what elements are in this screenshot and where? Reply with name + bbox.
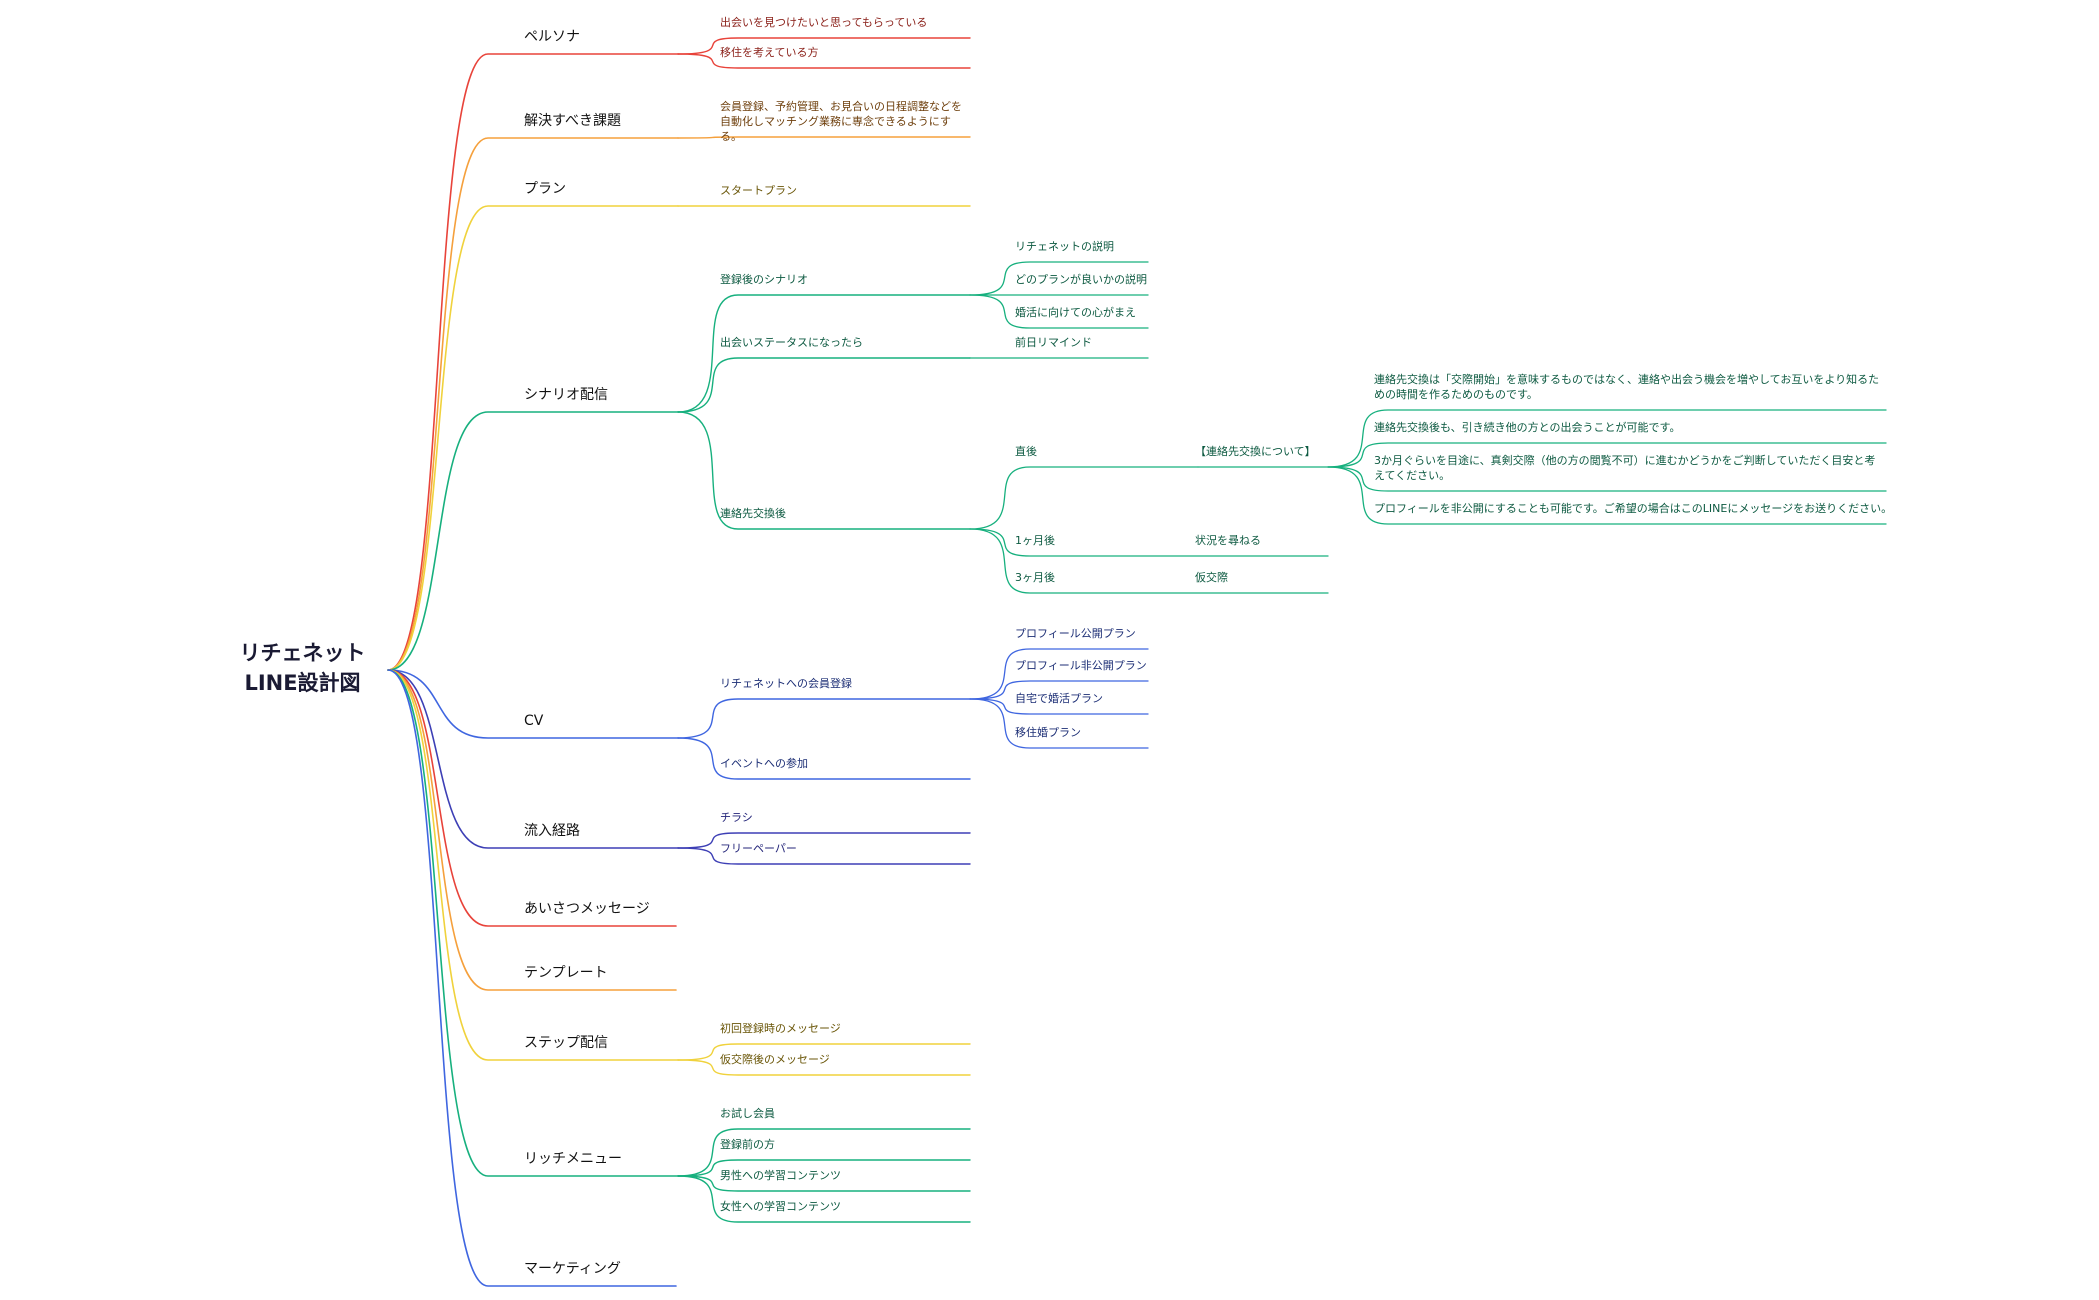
leaf-label-3-0-1: どのプランが良いかの説明 (1015, 273, 1147, 286)
sub-connector-9-3 (677, 1175, 971, 1223)
leaf-label-3-2-0: 直後 (1015, 445, 1037, 458)
sub-connector-3-0 (677, 294, 971, 413)
sub-connector-4-0 (677, 698, 971, 739)
branch-connector-4 (387, 669, 679, 739)
sub-label-2-0: スタートプラン (720, 184, 797, 197)
sub-connector-5-1 (677, 847, 971, 865)
sub-label-9-1: 登録前の方 (720, 1138, 775, 1151)
sub-label-5-1: フリーペーパー (720, 842, 797, 855)
leaf-label-3-0-2: 婚活に向けての心がまえ (1015, 306, 1136, 319)
detail-label-1: 連絡先交換後も、引き続き他の方との出会うことが可能です。 (1374, 421, 1681, 434)
sub-label-0-1: 移住を考えている方 (720, 46, 819, 59)
detail-connector-1 (1327, 442, 1887, 468)
branch-label-5: 流入経路 (524, 823, 580, 839)
deep-label-3-2-0-0: 【連絡先交換について】 (1195, 445, 1316, 458)
leaf-connector-4-0-1 (969, 680, 1149, 700)
sub-connector-0-0 (677, 37, 971, 55)
branch-label-3: シナリオ配信 (524, 387, 608, 403)
sub-connector-3-1 (677, 357, 971, 413)
sub-label-4-1: イベントへの参加 (720, 757, 808, 770)
branch-label-6: あいさつメッセージ (524, 901, 650, 917)
sub-label-1-0: 会員登録、予約管理、お見合いの日程調整などを自動化しマッチング業務に専念できるよ… (720, 100, 962, 143)
branch-label-7: テンプレート (524, 965, 608, 981)
root-title-line-1: リチェネット (239, 641, 366, 665)
sub-connector-9-1 (677, 1159, 971, 1177)
sub-label-3-1: 出会いステータスになったら (720, 336, 863, 349)
branch-label-2: プラン (524, 181, 566, 197)
branch-connector-2 (387, 205, 679, 671)
leaf-label-4-0-3: 移住婚プラン (1015, 726, 1081, 739)
branch-label-4: CV (524, 713, 544, 729)
leaf-connector-3-2-0 (969, 466, 1199, 530)
sub-label-0-0: 出会いを見つけたいと思ってもらっている (720, 16, 928, 29)
branch-label-10: マーケティング (524, 1261, 621, 1277)
leaf-connector-3-2-2 (969, 528, 1329, 594)
sub-label-4-0: リチェネットへの会員登録 (720, 677, 852, 690)
leaf-connector-4-0-0 (969, 648, 1149, 700)
sub-label-8-0: 初回登録時のメッセージ (720, 1022, 841, 1035)
sub-label-8-1: 仮交際後のメッセージ (720, 1053, 830, 1066)
leaf-label-3-2-2: 3ヶ月後 (1015, 571, 1055, 584)
branch-connector-10 (387, 669, 677, 1287)
detail-label-2: 3か月ぐらいを目途に、真剣交際（他の方の閲覧不可）に進むかどうかをご判断していた… (1374, 454, 1876, 482)
root-node-title: リチェネット LINE設計図 (230, 638, 375, 699)
leaf-label-4-0-2: 自宅で婚活プラン (1015, 692, 1103, 705)
sub-label-5-0: チラシ (720, 811, 753, 824)
sub-connector-8-1 (677, 1059, 971, 1076)
detail-label-3: プロフィールを非公開にすることも可能です。ご希望の場合はこのLINEにメッセージ… (1374, 502, 1893, 515)
detail-connector-3 (1327, 466, 1887, 525)
sub-label-9-2: 男性への学習コンテンツ (720, 1169, 841, 1182)
branch-connector-3 (387, 411, 679, 671)
leaf-label-3-2-1: 1ヶ月後 (1015, 534, 1055, 547)
leaf-label-4-0-1: プロフィール非公開プラン (1015, 659, 1147, 672)
deep-label-3-2-2-0: 仮交際 (1195, 571, 1228, 584)
leaf-label-3-1-0: 前日リマインド (1015, 336, 1092, 349)
sub-connector-0-1 (677, 53, 971, 69)
branch-connector-8 (387, 669, 679, 1061)
branch-connector-5 (387, 669, 679, 849)
detail-connector-0 (1327, 409, 1887, 468)
deep-label-3-2-1-0: 状況を尋ねる (1195, 534, 1261, 547)
sub-label-3-0: 登録後のシナリオ (720, 273, 808, 286)
leaf-connector-3-2-1 (969, 528, 1329, 557)
branch-connector-6 (387, 669, 677, 927)
sub-connector-5-0 (677, 832, 971, 849)
branch-connector-7 (387, 669, 677, 991)
branch-label-8: ステップ配信 (524, 1035, 608, 1051)
sub-connector-8-0 (677, 1043, 971, 1061)
sub-label-9-3: 女性への学習コンテンツ (720, 1200, 841, 1213)
sub-connector-1-0 (677, 136, 971, 139)
leaf-label-4-0-0: プロフィール公開プラン (1015, 627, 1136, 640)
root-title-line-2: LINE設計図 (244, 671, 361, 696)
leaf-connector-4-0-2 (969, 698, 1149, 715)
branch-connector-9 (387, 669, 679, 1177)
sub-connector-3-2 (677, 411, 971, 530)
leaf-connector-3-0-0 (969, 261, 1149, 296)
sub-label-9-0: お試し会員 (720, 1107, 775, 1120)
branch-connector-0 (387, 53, 679, 671)
leaf-connector-4-0-3 (969, 698, 1149, 749)
branch-connector-1 (387, 137, 679, 671)
branch-label-1: 解決すべき課題 (524, 113, 622, 129)
sub-connector-9-2 (677, 1175, 971, 1192)
sub-connector-4-1 (677, 737, 971, 780)
leaf-connector-3-0-2 (969, 294, 1149, 329)
sub-label-3-2: 連絡先交換後 (720, 507, 786, 520)
leaf-label-3-0-0: リチェネットの説明 (1015, 240, 1114, 253)
detail-label-0: 連絡先交換は「交際開始」を意味するものではなく、連絡や出会う機会を増やしてお互い… (1374, 373, 1880, 401)
detail-connector-2 (1327, 466, 1887, 492)
branch-label-9: リッチメニュー (524, 1151, 622, 1167)
branch-label-0: ペルソナ (524, 29, 580, 45)
sub-connector-9-0 (677, 1128, 971, 1177)
